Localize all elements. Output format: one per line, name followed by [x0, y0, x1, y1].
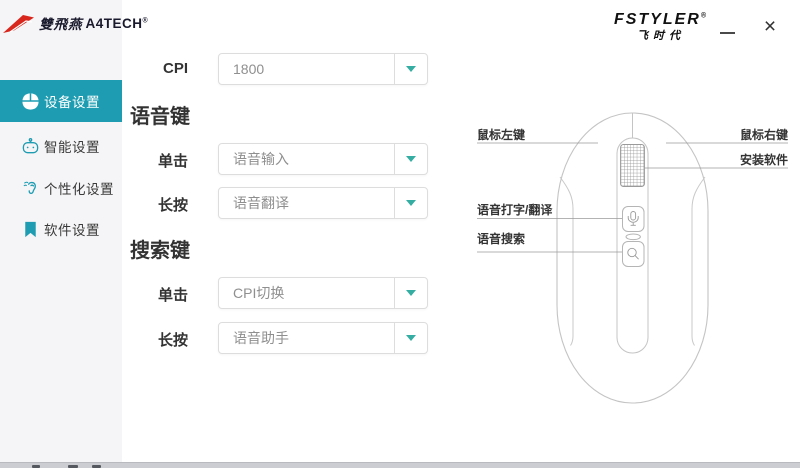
minimize-button[interactable] — [712, 16, 742, 42]
label-voice-search: 语音搜索 — [477, 232, 526, 246]
sidebar-item-label: 个性化设置 — [44, 182, 114, 197]
chevron-down-icon — [406, 66, 416, 72]
voice-search-button — [622, 241, 645, 267]
voice-long-press-select[interactable]: 语音翻译 — [218, 187, 428, 219]
voice-type-button — [622, 206, 645, 232]
label-install-software: 安装软件 — [739, 153, 788, 167]
microphone-icon — [627, 211, 639, 226]
select-arrow[interactable] — [394, 278, 427, 308]
voice-key-section-title: 语音键 — [130, 106, 190, 128]
fstyler-cn-text: 飞时代 — [636, 30, 685, 42]
brand-en-text: A4TECH® — [85, 15, 149, 31]
label-left-mouse-button: 鼠标左键 — [477, 128, 526, 142]
led-indicator — [625, 233, 641, 241]
select-arrow[interactable] — [394, 144, 427, 174]
a4tech-swoosh-icon — [3, 14, 34, 33]
long-press-label: 长按 — [157, 332, 188, 349]
label-voice-type-translate: 语音打字/翻译 — [477, 203, 553, 217]
magnifier-icon — [627, 247, 639, 260]
single-click-label: 单击 — [157, 153, 188, 170]
search-long-press-select[interactable]: 语音助手 — [218, 322, 428, 354]
taskbar-icon[interactable] — [92, 465, 101, 468]
select-arrow[interactable] — [394, 188, 427, 218]
taskbar-strip[interactable] — [0, 462, 800, 468]
search-key-section-title: 搜索键 — [130, 240, 190, 262]
search-single-click-value: CPI切换 — [233, 285, 285, 301]
label-right-mouse-button: 鼠标右键 — [739, 128, 788, 142]
a4tech-logo: 雙飛燕 A4TECH® — [2, 9, 148, 37]
mouse-body-outline — [556, 112, 709, 404]
sidebar-item-device-settings[interactable]: 设备设置 — [0, 80, 122, 122]
search-long-press-value: 语音助手 — [233, 330, 289, 346]
brand-cn-text: 雙飛燕 — [39, 17, 83, 32]
ear-icon — [21, 179, 40, 198]
scroll-wheel — [620, 144, 645, 187]
voice-single-click-select[interactable]: 语音输入 — [218, 143, 428, 175]
search-single-click-select[interactable]: CPI切换 — [218, 277, 428, 309]
cpi-select[interactable]: 1800 — [218, 53, 428, 85]
mouse-right-seam — [691, 176, 706, 346]
robot-icon — [21, 137, 40, 156]
chevron-down-icon — [406, 290, 416, 296]
mouse-left-seam — [559, 176, 574, 346]
sidebar-item-software-settings[interactable]: 软件设置 — [0, 209, 122, 249]
leader-lines — [477, 142, 788, 253]
taskbar-icon[interactable] — [68, 465, 78, 468]
mouse-center-channel — [616, 137, 649, 354]
select-arrow[interactable] — [394, 323, 427, 353]
sidebar-item-label: 软件设置 — [44, 223, 100, 238]
cpi-value: 1800 — [233, 61, 265, 77]
fstyler-wordmark: FSTYLER® — [613, 11, 708, 28]
sidebar-item-label: 智能设置 — [44, 140, 100, 155]
cpi-select-arrow[interactable] — [394, 54, 427, 84]
sidebar: 设备设置 智能设置 — [0, 0, 122, 462]
sidebar-item-smart-settings[interactable]: 智能设置 — [0, 126, 122, 166]
fstyler-logo: FSTYLER® 飞时代 — [614, 11, 708, 43]
sidebar-item-label: 设备设置 — [44, 95, 100, 110]
chevron-down-icon — [406, 335, 416, 341]
chevron-down-icon — [406, 156, 416, 162]
taskbar-icon[interactable] — [32, 465, 40, 468]
voice-long-press-value: 语音翻译 — [233, 195, 289, 211]
voice-single-click-value: 语音输入 — [233, 151, 289, 167]
close-button[interactable]: × — [754, 12, 786, 42]
bookmark-icon — [21, 220, 40, 239]
sidebar-item-personalization-settings[interactable]: 个性化设置 — [0, 168, 122, 208]
close-icon: × — [763, 15, 777, 38]
cpi-label: CPI — [162, 60, 188, 77]
mouse-diagram — [477, 112, 788, 404]
mouse-icon — [21, 92, 40, 111]
single-click-label: 单击 — [157, 287, 188, 304]
minimize-icon — [719, 32, 735, 34]
chevron-down-icon — [406, 200, 416, 206]
long-press-label: 长按 — [157, 197, 188, 214]
